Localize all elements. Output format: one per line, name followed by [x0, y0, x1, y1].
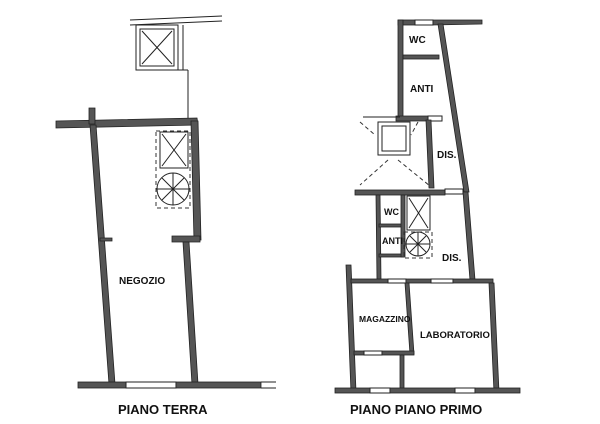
room-label-magazzino: MAGAZZINO	[359, 314, 411, 324]
room-label-anti-mid: ANTI	[382, 236, 403, 246]
ground-floor-plan	[55, 15, 276, 389]
room-label-wc-mid: WC	[384, 207, 399, 217]
ground-floor-title: PIANO TERRA	[118, 402, 208, 417]
room-label-wc-top: WC	[409, 35, 426, 46]
room-label-negozio: NEGOZIO	[119, 276, 166, 287]
room-label-dis-mid: DIS.	[442, 253, 462, 264]
room-label-dis-top: DIS.	[437, 150, 457, 161]
first-floor-title: PIANO PIANO PRIMO	[350, 402, 483, 417]
room-label-laboratorio: LABORATORIO	[420, 330, 490, 341]
first-floor-plan	[334, 19, 521, 394]
room-label-anti-top: ANTI	[410, 84, 434, 95]
